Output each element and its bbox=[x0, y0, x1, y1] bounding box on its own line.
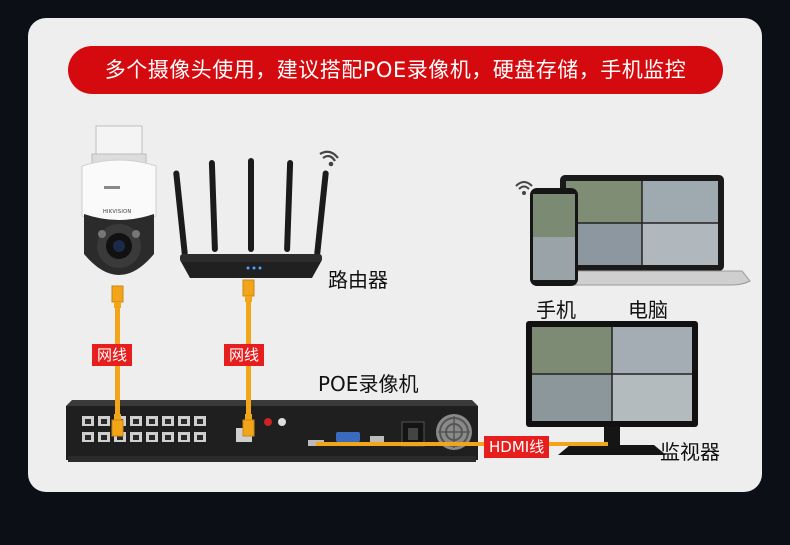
phone-wifi-icon bbox=[515, 181, 533, 195]
camera-cable-tag: 网线 bbox=[92, 344, 133, 366]
hdmi-cable-tag: HDMI线 bbox=[484, 436, 550, 458]
router-cable-plug bbox=[242, 279, 255, 302]
monitor-label: 监视器 bbox=[660, 440, 720, 464]
title-banner: 多个摄像头使用，建议搭配POE录像机，硬盘存储，手机监控 bbox=[68, 46, 723, 94]
computer-label: 电脑 bbox=[628, 298, 668, 322]
poe-nvr bbox=[66, 400, 478, 462]
nvr-router-plug bbox=[242, 414, 255, 437]
router-label: 路由器 bbox=[328, 268, 388, 292]
camera-cable-plug bbox=[111, 285, 124, 308]
phone bbox=[530, 188, 578, 286]
laptop bbox=[545, 175, 751, 286]
nvr-camera-plug bbox=[111, 414, 124, 437]
monitor bbox=[526, 321, 698, 455]
phone-label: 手机 bbox=[536, 298, 576, 322]
camera-brand: HIKVISION bbox=[103, 209, 132, 215]
router-wifi-icon bbox=[319, 150, 339, 167]
ptz-camera bbox=[81, 125, 157, 275]
router-cable-tag: 网线 bbox=[224, 344, 265, 366]
router bbox=[173, 158, 329, 278]
diagram-card: 多个摄像头使用，建议搭配POE录像机，硬盘存储，手机监控 HIKVISION 路… bbox=[28, 18, 762, 492]
nvr-label: POE录像机 bbox=[318, 372, 419, 396]
hdmi-cable bbox=[316, 442, 608, 446]
